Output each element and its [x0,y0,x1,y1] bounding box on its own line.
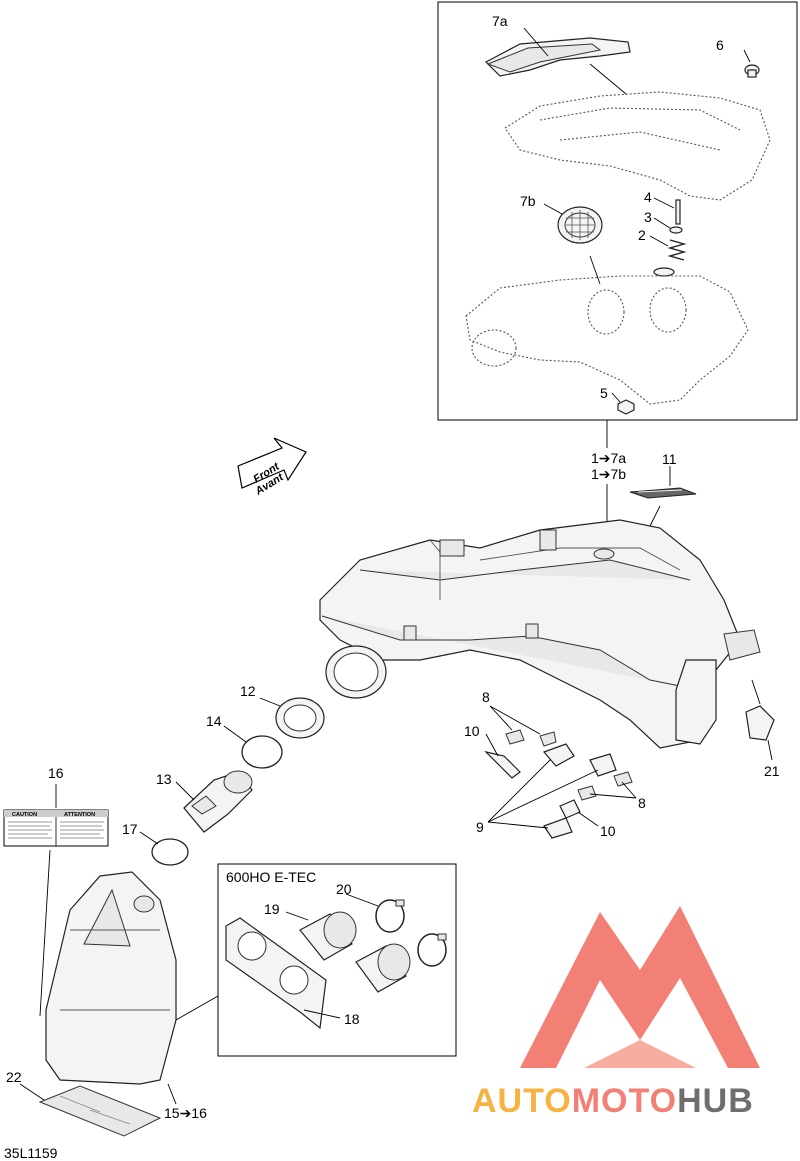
watermark-hub: HUB [677,1082,754,1120]
callout-11: 11 [662,451,677,467]
callout-6: 6 [716,37,724,53]
part-8-clips-lower [577,771,633,801]
part-13-duct [183,770,253,833]
outlet-housing-right [675,629,761,745]
leader-2 [649,235,669,247]
leader-18 [303,1009,341,1019]
leader-16-arrow [39,849,51,1017]
part-20-clamps [375,899,447,967]
leader-7b [543,203,563,215]
part-19-adaptors [299,911,411,993]
callout-3: 3 [644,209,652,225]
detail-box-upper [437,1,798,421]
leader-8-upper [489,705,541,735]
callout-15-16: 15➔16 [164,1105,207,1121]
part-2-spring [667,239,687,261]
leader-3 [653,217,671,229]
svg-text:AUTOMOTOHUB: AUTOMOTOHUB [472,1082,754,1120]
part-17-ring [151,838,189,866]
leader-variant-link [175,995,219,1021]
label-attention: ATTENTION [64,812,95,818]
leader-9 [487,759,599,829]
leader-8-lower [589,781,637,799]
front-direction-arrow: Front Avant [237,437,307,498]
variant-title: 600HO E-TEC [226,869,316,885]
part-7b-screen [557,206,603,244]
leader-20 [345,893,379,907]
part-10-clip-upper [484,750,521,779]
callout-10-lower: 10 [600,823,616,839]
part-14-ring [241,735,283,769]
leader-19 [285,911,309,921]
callout-5: 5 [600,385,608,401]
leader-10-upper [485,733,499,757]
callout-21: 21 [764,763,780,779]
part-22-mat [38,1085,162,1137]
leader-22 [19,1083,45,1101]
intake-silencer-cover [504,91,771,201]
part-15-air-box [45,871,177,1085]
callout-8-upper: 8 [482,689,490,705]
part-12-coupling [275,697,325,739]
callout-12: 12 [240,683,256,699]
part-16-warning-label: CAUTION ATTENTION [3,809,109,847]
part-10-clip-lower [559,799,581,819]
part-11-label [629,487,697,499]
leader-4 [653,197,675,209]
leader-17 [139,831,159,845]
callout-4: 4 [644,189,652,205]
leader-15-16 [167,1083,177,1105]
callout-1-7a: 1➔7a [591,450,626,466]
leader-14 [223,725,247,743]
leader-5 [611,392,621,403]
main-intake-silencer-body [319,519,741,749]
callout-17: 17 [122,821,138,837]
watermark-logo: AUTOMOTOHUB [472,906,760,1120]
part-7a-cover-trim [485,37,631,77]
callout-13: 13 [156,771,172,787]
leader-7a-arrow [589,63,627,95]
callout-16: 16 [48,765,64,781]
leader-13 [175,781,195,801]
callout-1-7b: 1➔7b [591,466,626,482]
watermark-mark [520,906,760,1068]
watermark-moto: MOTO [572,1082,677,1120]
callout-18: 18 [344,1011,360,1027]
part-4-screw [675,199,681,225]
part-5-nut [617,399,635,415]
callout-20: 20 [336,881,352,897]
callout-7a: 7a [492,13,508,29]
leader-10-lower [577,811,599,827]
callout-9: 9 [476,819,484,835]
callout-19: 19 [264,901,280,917]
part-6-grommet [744,64,760,78]
part-3-washer [669,226,683,234]
leader-21 [767,739,773,761]
part-18-plate [225,917,327,1030]
figure-code: 35L1159 [4,1145,58,1161]
leader-11-arrow [649,505,661,527]
label-caution: CAUTION [12,812,37,818]
callout-14: 14 [206,713,222,729]
leader-21-arrow [751,679,761,705]
part-21-seal [745,705,775,741]
leader-7b-arrow [589,255,601,285]
callout-2: 2 [638,227,646,243]
callout-7b: 7b [520,193,536,209]
leader-6 [743,49,751,63]
spring-seat [653,267,675,277]
part-8-clips-upper [505,729,557,747]
callout-10-upper: 10 [464,723,480,739]
leader-7a [523,27,549,57]
inlet-duct-ring [325,645,387,699]
watermark-auto: AUTO [472,1082,572,1120]
variant-detail-box [217,863,457,1057]
intake-silencer-base [465,275,749,405]
leader-12 [259,697,281,707]
callout-8-lower: 8 [638,795,646,811]
callout-22: 22 [6,1069,22,1085]
